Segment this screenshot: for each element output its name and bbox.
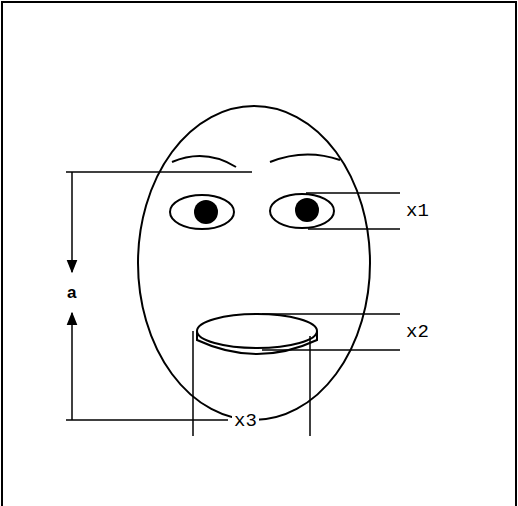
dimension-label: a bbox=[65, 284, 78, 301]
dimension-label: x2 bbox=[404, 323, 431, 342]
dimension-line bbox=[192, 331, 194, 436]
dimension-line bbox=[66, 171, 252, 173]
dimension-line bbox=[66, 419, 228, 421]
dimension-label: x1 bbox=[404, 202, 431, 221]
dimension-line bbox=[262, 313, 400, 315]
left-eyebrow bbox=[172, 156, 236, 167]
left-pupil bbox=[194, 200, 218, 224]
dimension-arrow bbox=[71, 313, 73, 420]
mouth bbox=[197, 314, 317, 348]
dimension-line bbox=[262, 349, 400, 351]
left-eye bbox=[170, 195, 234, 229]
right-pupil bbox=[295, 198, 319, 222]
dimension-arrow bbox=[71, 172, 73, 272]
dimension-line bbox=[306, 192, 400, 194]
right-eyebrow bbox=[270, 154, 340, 162]
dimension-label: x3 bbox=[232, 412, 259, 431]
face-outline bbox=[138, 106, 370, 420]
dimension-line bbox=[309, 336, 311, 436]
dimension-line bbox=[308, 228, 400, 230]
right-eye bbox=[270, 194, 334, 228]
